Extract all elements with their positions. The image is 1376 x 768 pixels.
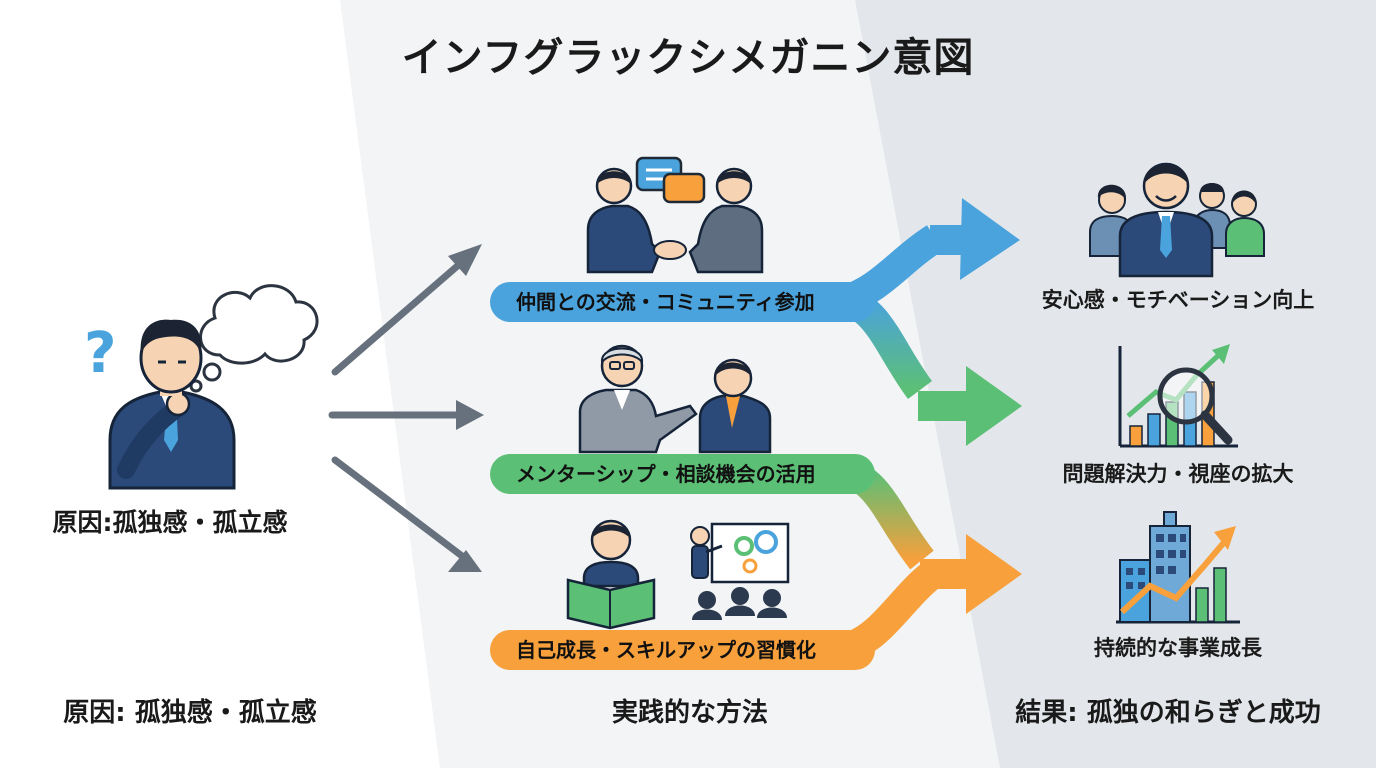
method-label: 仲間との交流・コミュニティ参加 [516, 290, 815, 314]
footer-result: 結果: 孤独の和らぎと成功 [1015, 698, 1321, 728]
arrow-right-icon [966, 366, 1022, 446]
svg-text:?: ? [84, 321, 116, 386]
footer-cause: 原因: 孤独感・孤立感 [63, 698, 317, 728]
cause-arrows [328, 244, 484, 572]
method-label: メンターシップ・相談機会の活用 [516, 462, 816, 486]
method-pill-self-growth: 自己成長・スキルアップの習慣化 [490, 630, 875, 670]
arrow-right-icon [960, 198, 1020, 280]
cause-label: 原因:孤独感・孤立感 [52, 508, 288, 537]
mentorship-icon [578, 344, 772, 454]
flow-connectors [839, 198, 1022, 663]
team-icon [1089, 162, 1265, 278]
method-pill-community: 仲間との交流・コミュニティ参加 [490, 282, 875, 322]
thought-bubble-icon [189, 284, 319, 393]
outcome-label-motivation: 安心感・モチベーション向上 [1041, 288, 1315, 312]
growth-chart-magnifier-icon [1118, 344, 1238, 448]
method-label: 自己成長・スキルアップの習慣化 [516, 638, 816, 662]
business-growth-icon [1116, 511, 1240, 624]
handshake-icon [586, 156, 764, 274]
thinking-person-icon: ? [84, 284, 319, 490]
self-growth-icon [566, 519, 790, 630]
arrow-right-icon [966, 534, 1022, 614]
method-pill-mentorship: メンターシップ・相談機会の活用 [490, 454, 875, 494]
page-title: インフグラックシメガニン意図 [401, 35, 975, 81]
outcome-label-business-growth: 持続的な事業成長 [1094, 636, 1262, 660]
outcome-label-problem-solving: 問題解決力・視座の拡大 [1062, 462, 1294, 486]
footer-methods: 実践的な方法 [611, 698, 768, 728]
